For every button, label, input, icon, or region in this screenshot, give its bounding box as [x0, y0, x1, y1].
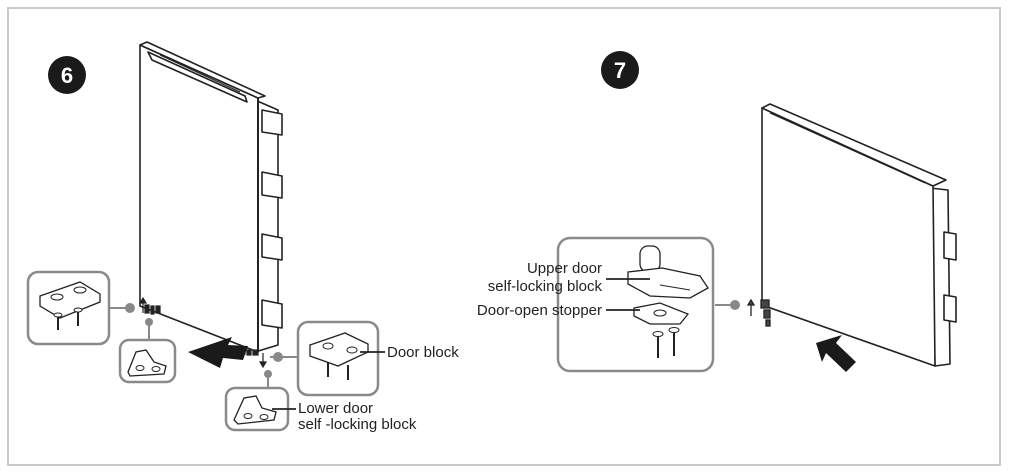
label-upper-block-2: self-locking block [488, 278, 603, 295]
callout-upper-lock-block: Upper door self-locking block Door-open … [477, 236, 715, 373]
step-6-number: 6 [61, 63, 73, 88]
label-door-open-stopper: Door-open stopper [477, 302, 602, 319]
step-7-door [761, 103, 957, 367]
callout-lower-lock-block: Lower door self -locking block [224, 370, 417, 433]
label-upper-block-1: Upper door [527, 260, 602, 277]
label-lower-block-2: self -locking block [298, 416, 417, 433]
step-7-hinge-parts [715, 298, 771, 327]
callout-door-block: Door block [270, 320, 459, 397]
callout-left-hinge [26, 270, 135, 346]
step-7-number: 7 [614, 58, 626, 83]
label-door-block: Door block [387, 344, 459, 361]
step-7-badge: 7 [601, 51, 639, 89]
step-6-badge: 6 [48, 56, 86, 94]
step-6-push-arrow [188, 337, 248, 368]
callout-left-lock-block [118, 318, 177, 384]
figure-border [7, 7, 1001, 466]
step-7-push-arrow [816, 335, 856, 372]
label-lower-block-1: Lower door [298, 400, 373, 417]
step-6-door [139, 41, 283, 353]
